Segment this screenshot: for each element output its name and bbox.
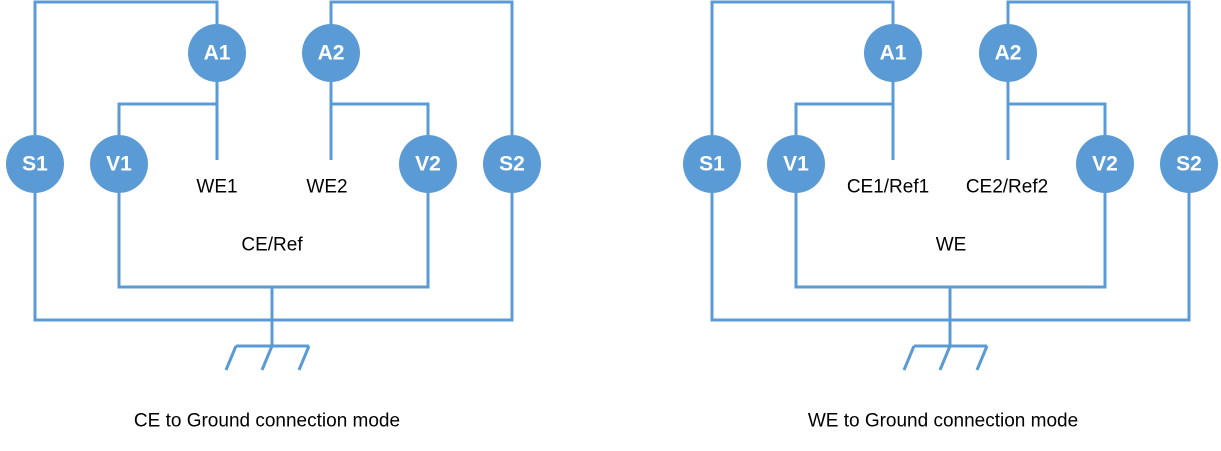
right-meter-a1-label: A1 (880, 42, 907, 65)
left-meter-a2-label: A2 (318, 42, 345, 65)
left-meter-s1-label: S1 (22, 153, 48, 176)
right-meter-a2-label: A2 (995, 42, 1022, 65)
left-ground-icon (224, 344, 311, 371)
left-meter-s1: S1 (6, 135, 64, 193)
left-label-ce-ref: CE/Ref (241, 235, 303, 256)
left-meter-s2-label: S2 (499, 153, 525, 176)
left-meter-v1: V1 (90, 135, 148, 193)
left-diagram: A1 A2 S1 V1 V2 S2 WE1 WE2 CE/Ref CE to G… (6, 0, 541, 432)
right-meter-v1: V1 (767, 135, 825, 193)
right-label-we: WE (936, 235, 967, 256)
right-meter-s1-label: S1 (699, 153, 725, 176)
right-meter-v2-label: V2 (1092, 153, 1118, 176)
right-meter-s1: S1 (683, 135, 741, 193)
left-meter-v2: V2 (399, 135, 457, 193)
left-meter-s2: S2 (483, 135, 541, 193)
right-meter-a1: A1 (864, 24, 922, 82)
left-label-we1: WE1 (196, 177, 237, 198)
right-ground-icon (902, 344, 989, 371)
left-meter-v1-label: V1 (106, 153, 132, 176)
right-meter-s2-label: S2 (1176, 153, 1202, 176)
left-label-we2: WE2 (306, 177, 347, 198)
right-diagram: A1 A2 S1 V1 V2 S2 CE1/Ref1 CE2/Ref2 WE W… (683, 0, 1218, 432)
left-meter-a2: A2 (302, 24, 360, 82)
right-label-ce1-ref1: CE1/Ref1 (847, 177, 929, 198)
right-caption: WE to Ground connection mode (808, 411, 1078, 432)
left-meter-v2-label: V2 (415, 153, 441, 176)
left-meter-a1: A1 (188, 24, 246, 82)
right-meter-s2: S2 (1160, 135, 1218, 193)
right-label-ce2-ref2: CE2/Ref2 (966, 177, 1048, 198)
right-wiring (710, 0, 1191, 346)
right-meter-a2: A2 (979, 24, 1037, 82)
left-caption: CE to Ground connection mode (134, 411, 400, 432)
right-meter-v1-label: V1 (783, 153, 809, 176)
left-meter-a1-label: A1 (204, 42, 231, 65)
left-wiring (33, 0, 514, 346)
right-meter-v2: V2 (1076, 135, 1134, 193)
